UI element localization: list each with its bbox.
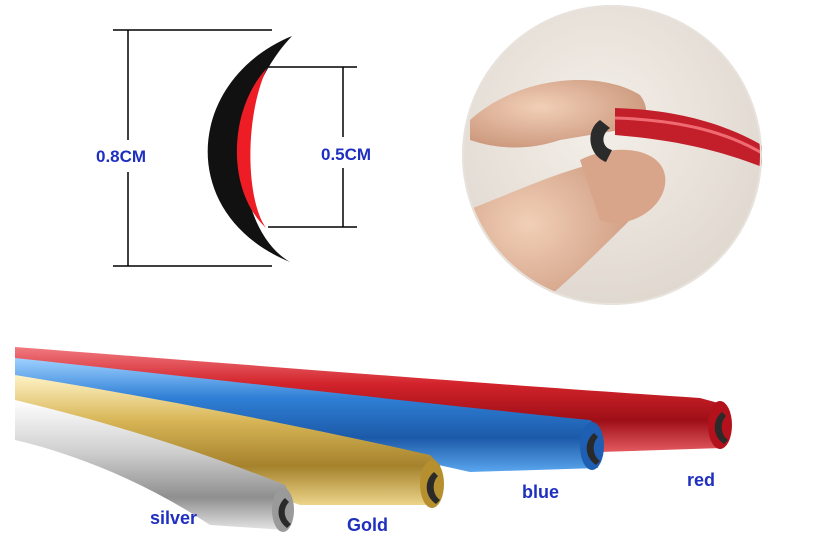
label-red: red [687,470,716,490]
strip-gold [15,375,444,508]
outer-height-label: 0.8CM [96,147,147,166]
red-insert [236,68,267,228]
strip-silver [15,400,294,532]
hand-photo [462,5,762,305]
label-blue: blue [522,482,560,502]
inner-height-label: 0.5CM [321,145,372,164]
strip-blue [15,358,604,472]
label-gold: Gold [347,515,388,535]
black-profile [207,36,292,262]
profile-diagram [113,29,357,267]
trim-strips [15,347,732,532]
label-silver: silver [150,508,198,528]
